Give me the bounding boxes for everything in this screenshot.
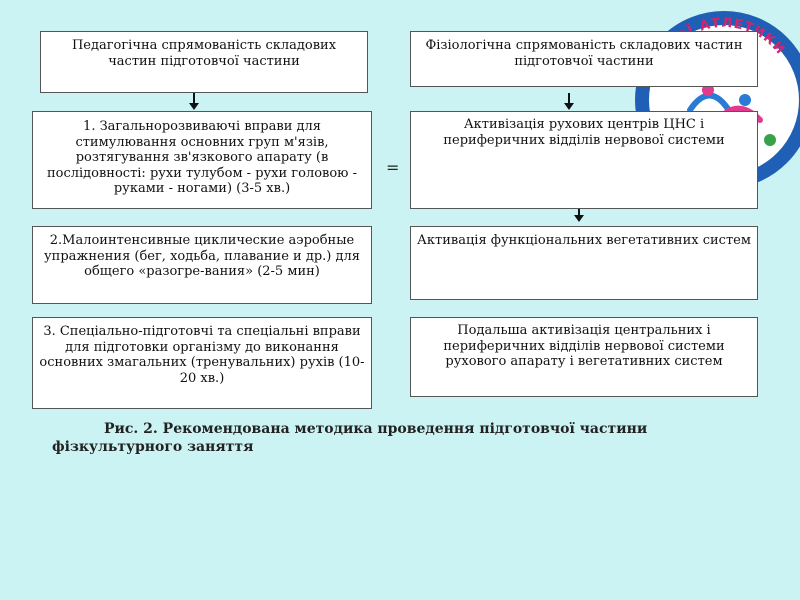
right-header-box: Фізіологічна спрямованість складових час… [410,31,758,87]
caption-line-2: фізкультурного заняття [52,438,752,456]
right-step-3: Подальша активізація центральних і периф… [410,317,758,397]
left-step-1: 1. Загальнорозвиваючі вправи для стимулю… [32,111,372,209]
left-header-arrow [193,93,195,104]
caption-line-1: Рис. 2. Рекомендована методика проведенн… [52,420,752,438]
right-step-2: Активація функціональних вегетативних си… [410,226,758,300]
equals-sign: = [386,158,399,177]
figure-caption: Рис. 2. Рекомендована методика проведенн… [52,420,752,456]
right-step-3-text: Подальша активізація центральних і периф… [443,323,724,369]
left-step-3: 3. Спеціально-підготовчі та спеціальні в… [32,317,372,409]
left-header-box: Педагогічна спрямованість складових част… [40,31,368,93]
right-step-2-text: Активація функціональних вегетативних си… [417,233,751,248]
left-step-3-text: 3. Спеціально-підготовчі та спеціальні в… [39,324,364,386]
right-header-arrow [568,93,570,104]
left-step-1-text: 1. Загальнорозвиваючі вправи для стимулю… [47,119,357,196]
right-step-1: Активізація рухових центрів ЦНС і перифе… [410,111,758,209]
left-step-2-text: 2.Малоинтенсивные циклические аэробные у… [44,233,360,279]
right-header-text: Фізіологічна спрямованість складових час… [425,38,742,69]
right-step-1-text: Активізація рухових центрів ЦНС і перифе… [443,117,724,148]
left-step-2: 2.Малоинтенсивные циклические аэробные у… [32,226,372,304]
left-header-text: Педагогічна спрямованість складових част… [72,38,336,69]
